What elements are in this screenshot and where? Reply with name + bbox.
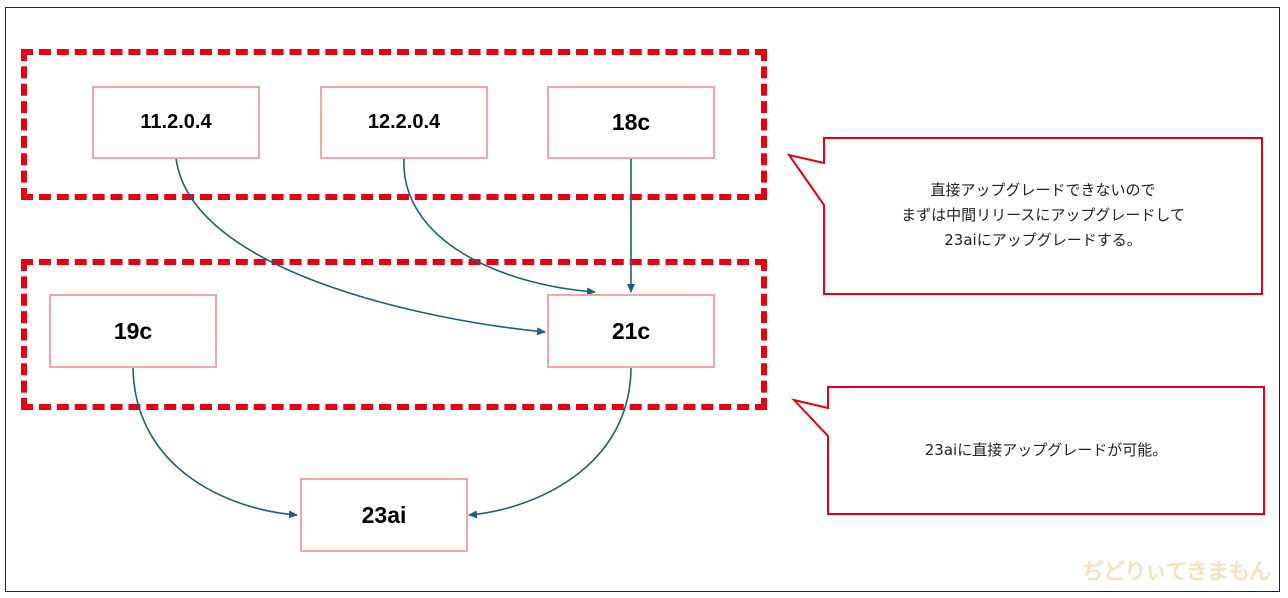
group-direct-upgrade xyxy=(21,259,767,410)
edge-12204-to-21c xyxy=(403,157,596,296)
edge-11204-to-21c xyxy=(175,157,546,336)
callout-bottom-text: 23aiに直接アップグレードが可能。 xyxy=(830,438,1262,463)
node-label: 19c xyxy=(113,317,153,344)
edge-19c-to-23ai xyxy=(132,367,298,519)
node-label: 18c xyxy=(611,109,651,135)
diagram-frame xyxy=(5,7,1280,592)
node-label: 23ai xyxy=(361,501,407,528)
node-label: 11.2.0.4 xyxy=(140,111,212,133)
callout-bottom-shape xyxy=(790,386,1265,515)
callout-top-text: 直接アップグレードできないので まずは中間リリースにアップグレードして 23ai… xyxy=(826,178,1260,253)
node-11204: 11.2.0.4 xyxy=(92,86,260,159)
node-label: 21c xyxy=(611,317,651,344)
group-indirect-upgrade xyxy=(21,49,767,200)
callout-top-line3: 23aiにアップグレードする。 xyxy=(944,231,1142,249)
watermark-logo: ぢどりぃてきまもん xyxy=(1082,560,1271,585)
callout-top-shape xyxy=(786,137,1263,295)
node-18c: 18c xyxy=(547,86,715,159)
node-12204: 12.2.0.4 xyxy=(320,86,488,159)
node-21c: 21c xyxy=(547,294,715,368)
edge-21c-to-23ai xyxy=(468,367,632,519)
node-19c: 19c xyxy=(49,294,217,368)
callout-bottom-line1: 23aiに直接アップグレードが可能。 xyxy=(924,441,1168,459)
node-23ai: 23ai xyxy=(300,478,468,552)
callout-top-line2: まずは中間リリースにアップグレードして xyxy=(901,206,1185,224)
node-label: 12.2.0.4 xyxy=(367,111,441,133)
callout-top-line1: 直接アップグレードできないので xyxy=(930,181,1156,199)
